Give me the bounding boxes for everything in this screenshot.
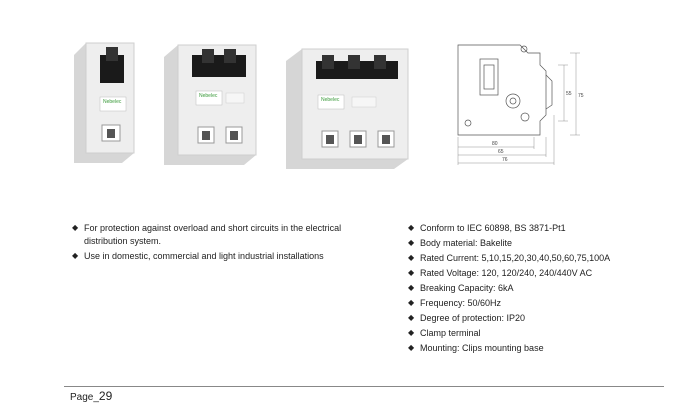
diamond-bullet-icon: ◆ <box>408 268 415 278</box>
list-item: ◆Mounting: Clips mounting base <box>408 343 544 354</box>
page-number: 29 <box>98 389 113 403</box>
list-item: ◆Degree of protection: IP20 <box>408 313 526 324</box>
diamond-bullet-icon: ◆ <box>72 223 79 232</box>
footer-divider <box>64 386 664 387</box>
list-item: ◆Use in domestic, commercial and light i… <box>72 251 324 262</box>
list-item: ◆Conform to IEC 60898, BS 3871-Pt1 <box>408 223 566 233</box>
breaker-product-images: Nebelec Nebelec Nebelec <box>74 42 409 169</box>
diamond-bullet-icon: ◆ <box>408 343 415 353</box>
page-number-label: Page_29 <box>70 389 113 403</box>
list-item: ◆Body material: Bakelite <box>408 238 513 249</box>
dim-label-55: 55 <box>566 91 572 97</box>
list-item: ◆Rated Voltage: 120, 120/240, 240/440V A… <box>408 268 593 279</box>
dim-label-76: 76 <box>502 157 508 163</box>
triple-pole-breaker: Nebelec <box>286 48 409 169</box>
list-item: ◆Breaking Capacity: 6kA <box>408 283 514 294</box>
dim-label-75: 75 <box>578 93 584 99</box>
list-item: ◆Frequency: 50/60Hz <box>408 298 502 309</box>
list-item: ◆For protection against overload and sho… <box>72 223 342 247</box>
dim-label-65: 65 <box>498 149 504 155</box>
dim-label-80: 80 <box>492 141 498 147</box>
diamond-bullet-icon: ◆ <box>408 253 415 263</box>
diamond-bullet-icon: ◆ <box>408 283 415 293</box>
diamond-bullet-icon: ◆ <box>408 328 415 338</box>
application-list: ◆For protection against overload and sho… <box>72 222 372 265</box>
diamond-bullet-icon: ◆ <box>408 298 415 308</box>
diamond-bullet-icon: ◆ <box>408 238 415 248</box>
breaker-label-text: Nebelec <box>321 97 340 103</box>
breaker-label-text: Nebelec <box>199 93 218 99</box>
list-item: ◆Clamp terminal <box>408 328 481 339</box>
diamond-bullet-icon: ◆ <box>408 313 415 323</box>
list-item: ◆Rated Current: 5,10,15,20,30,40,50,60,7… <box>408 253 611 264</box>
breaker-label-text: Nebelec <box>103 99 122 105</box>
specification-list: ◆Conform to IEC 60898, BS 3871-Pt1 ◆Body… <box>408 222 668 357</box>
diamond-bullet-icon: ◆ <box>72 251 79 261</box>
single-pole-breaker: Nebelec <box>74 42 135 163</box>
diamond-bullet-icon: ◆ <box>408 223 415 232</box>
double-pole-breaker: Nebelec <box>164 44 257 165</box>
dimension-drawing: 80 65 76 55 75 <box>457 44 584 165</box>
